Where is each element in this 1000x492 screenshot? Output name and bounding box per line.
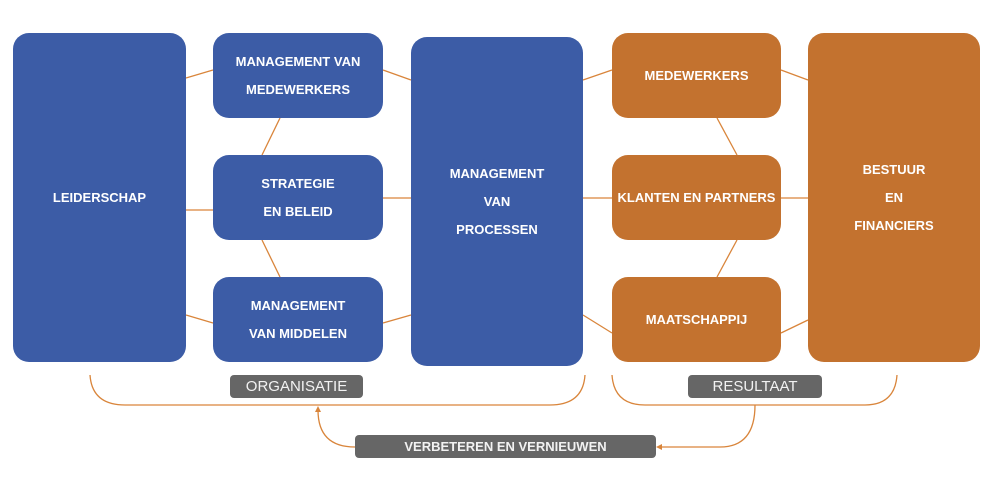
arrowhead-verbeteren: [656, 444, 662, 450]
box-management-middelen-line-2: VAN MIDDELEN: [249, 325, 347, 341]
box-management-medewerkers: MANAGEMENT VAN MEDEWERKERS: [213, 33, 383, 118]
box-management-processen-line-3: PROCESSEN: [456, 221, 538, 237]
box-management-medewerkers-line-1: MANAGEMENT VAN: [235, 53, 361, 69]
connector-medewerkers-processen: [382, 69, 412, 81]
box-strategie-beleid: STRATEGIE EN BELEID: [213, 155, 383, 240]
connector-processen-res-medewerkers: [582, 69, 613, 81]
connector-processen-maatschappij: [582, 314, 613, 334]
box-management-middelen-line-1: MANAGEMENT: [250, 297, 346, 313]
connector-res-medewerkers-bestuur: [780, 69, 809, 81]
group-label-resultaat: RESULTAAT: [688, 375, 822, 398]
box-maatschappij-line-1: MAATSCHAPPIJ: [645, 311, 748, 327]
feedback-label-verbeteren-vernieuwen: VERBETEREN EN VERNIEUWEN: [355, 435, 656, 458]
box-leiderschap-line-1: LEIDERSCHAP: [52, 189, 147, 205]
connector-middelen-processen: [382, 314, 412, 324]
box-bestuur-financiers: BESTUUR EN FINANCIERS: [808, 33, 980, 362]
group-label-organisatie: ORGANISATIE: [230, 375, 363, 398]
feedback-arrow-out: [317, 409, 356, 448]
box-klanten-partners: KLANTEN EN PARTNERS: [612, 155, 781, 240]
box-result-medewerkers: MEDEWERKERS: [612, 33, 781, 118]
organisatie-bracket: [89, 374, 586, 406]
feedback-arrow-in: [658, 404, 756, 448]
box-management-processen-line-2: VAN: [483, 193, 511, 209]
box-maatschappij: MAATSCHAPPIJ: [612, 277, 781, 362]
connector-leiderschap-medewerkers: [185, 69, 214, 79]
box-management-medewerkers-line-2: MEDEWERKERS: [245, 81, 350, 97]
box-strategie-beleid-line-1: STRATEGIE: [261, 175, 335, 191]
connector-klanten-maatschappij: [716, 239, 738, 278]
box-bestuur-financiers-line-1: BESTUUR: [862, 161, 926, 177]
box-management-middelen: MANAGEMENT VAN MIDDELEN: [213, 277, 383, 362]
arrowhead-organisatie: [315, 406, 321, 412]
box-result-medewerkers-line-1: MEDEWERKERS: [644, 67, 749, 83]
connector-medewerkers-strategie: [261, 117, 281, 156]
box-bestuur-financiers-line-3: FINANCIERS: [854, 217, 934, 233]
connector-maatschappij-bestuur: [780, 319, 809, 334]
box-leiderschap: LEIDERSCHAP: [13, 33, 186, 362]
connector-res-medewerkers-klanten: [716, 117, 738, 156]
box-strategie-beleid-line-2: EN BELEID: [263, 203, 333, 219]
box-management-processen-line-1: MANAGEMENT: [449, 165, 545, 181]
connector-strategie-middelen: [261, 239, 281, 278]
box-management-processen: MANAGEMENT VAN PROCESSEN: [411, 37, 583, 366]
box-bestuur-financiers-line-2: EN: [884, 189, 904, 205]
connector-leiderschap-middelen: [185, 314, 214, 324]
box-klanten-partners-line-1: KLANTEN EN PARTNERS: [617, 189, 776, 205]
